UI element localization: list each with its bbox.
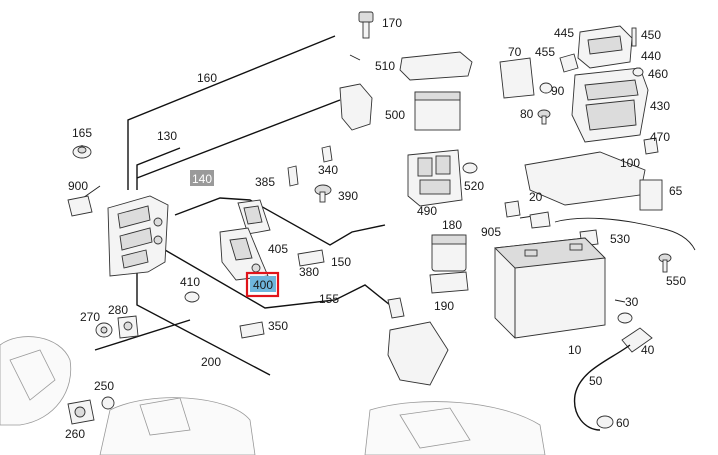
callout-450[interactable]: 450 — [641, 28, 661, 42]
callout-400[interactable]: 400 — [253, 278, 273, 292]
callout-410[interactable]: 410 — [180, 275, 200, 289]
callout-470[interactable]: 470 — [650, 130, 670, 144]
callout-510[interactable]: 510 — [375, 59, 395, 73]
callout-170[interactable]: 170 — [382, 16, 402, 30]
callout-30[interactable]: 30 — [625, 295, 639, 309]
callout-50[interactable]: 50 — [589, 374, 603, 388]
nut-30[interactable] — [617, 312, 633, 324]
parts — [67, 11, 696, 431]
bushing-260[interactable] — [67, 399, 95, 425]
screw-390[interactable] — [314, 184, 332, 203]
bushing-270[interactable] — [95, 322, 113, 338]
part-20[interactable] — [529, 211, 551, 229]
callout-150[interactable]: 150 — [331, 255, 351, 269]
callout-140[interactable]: 140 — [192, 172, 212, 186]
callout-430[interactable]: 430 — [650, 99, 670, 113]
callout-200[interactable]: 200 — [201, 355, 221, 369]
callout-455[interactable]: 455 — [535, 45, 555, 59]
clip-340[interactable] — [321, 145, 333, 163]
callout-labels: 170 160 130 140 165 900 385 340 390 510 … — [65, 16, 686, 441]
connector-155[interactable] — [387, 297, 405, 319]
callout-405[interactable]: 405 — [268, 242, 288, 256]
part-455[interactable] — [559, 53, 579, 73]
callout-130[interactable]: 130 — [157, 129, 177, 143]
callout-160[interactable]: 160 — [197, 71, 217, 85]
relay-block-490[interactable] — [407, 149, 463, 207]
part-900[interactable] — [67, 195, 93, 217]
bolt-550[interactable] — [658, 253, 672, 273]
callout-500[interactable]: 500 — [385, 108, 405, 122]
callout-155[interactable]: 155 — [319, 292, 339, 306]
callout-460[interactable]: 460 — [648, 67, 668, 81]
bolt-170[interactable] — [358, 11, 374, 39]
callout-490[interactable]: 490 — [417, 204, 437, 218]
bolt-450[interactable] — [631, 27, 637, 47]
grommet-60[interactable] — [596, 415, 614, 429]
selection-highlight-box — [245, 271, 280, 298]
callout-165[interactable]: 165 — [72, 126, 92, 140]
relay-180[interactable] — [431, 234, 467, 272]
callout-550[interactable]: 550 — [666, 274, 686, 288]
bushing-280[interactable] — [117, 315, 139, 339]
callout-390[interactable]: 390 — [338, 189, 358, 203]
callout-440[interactable]: 440 — [641, 49, 661, 63]
module-440[interactable] — [577, 25, 633, 69]
battery-10[interactable] — [494, 237, 606, 339]
cover-510[interactable] — [399, 51, 473, 81]
nut-410[interactable] — [184, 291, 200, 303]
callout-40[interactable]: 40 — [641, 343, 655, 357]
bracket-lower[interactable] — [387, 321, 449, 386]
nut-90[interactable] — [539, 82, 553, 94]
callout-380[interactable]: 380 — [299, 265, 319, 279]
callout-90[interactable]: 90 — [551, 84, 565, 98]
cap-520[interactable] — [462, 162, 478, 174]
pad-65[interactable] — [639, 179, 663, 211]
callout-10[interactable]: 10 — [568, 343, 582, 357]
terminal-405[interactable] — [237, 199, 271, 235]
callout-140-bg — [190, 170, 214, 186]
callout-280[interactable]: 280 — [108, 303, 128, 317]
plug-470[interactable] — [643, 137, 659, 155]
control-module[interactable] — [107, 195, 169, 277]
callout-20[interactable]: 20 — [529, 190, 543, 204]
callout-100[interactable]: 100 — [620, 156, 640, 170]
callout-530[interactable]: 530 — [610, 232, 630, 246]
callout-905[interactable]: 905 — [481, 225, 501, 239]
callout-385[interactable]: 385 — [255, 175, 275, 189]
background-engine-parts — [0, 336, 546, 455]
callout-350[interactable]: 350 — [268, 319, 288, 333]
callout-65[interactable]: 65 — [669, 184, 683, 198]
callout-190[interactable]: 190 — [434, 299, 454, 313]
callout-340[interactable]: 340 — [318, 163, 338, 177]
screw-350[interactable] — [239, 321, 265, 339]
terminal-block-400[interactable] — [219, 227, 269, 281]
bolt-80[interactable] — [537, 109, 551, 125]
callout-80[interactable]: 80 — [520, 107, 534, 121]
callout-180[interactable]: 180 — [442, 218, 462, 232]
nut-460[interactable] — [632, 67, 644, 77]
callout-70[interactable]: 70 — [508, 45, 522, 59]
clip-380[interactable] — [297, 249, 325, 267]
callout-60[interactable]: 60 — [616, 416, 630, 430]
bracket-70[interactable] — [499, 57, 535, 99]
callout-520[interactable]: 520 — [464, 179, 484, 193]
bushing-250[interactable] — [101, 396, 115, 410]
callout-900[interactable]: 900 — [68, 179, 88, 193]
nut-165[interactable] — [72, 145, 92, 159]
callout-270[interactable]: 270 — [80, 310, 100, 324]
part-905[interactable] — [504, 200, 521, 218]
fuse-box-430[interactable] — [571, 67, 649, 143]
battery-500[interactable] — [414, 91, 461, 131]
callout-250[interactable]: 250 — [94, 379, 114, 393]
callout-445[interactable]: 445 — [554, 26, 574, 40]
bracket-385[interactable] — [287, 165, 299, 187]
bracket-140[interactable] — [339, 83, 373, 131]
callout-260[interactable]: 260 — [65, 427, 85, 441]
callout-400-selected — [250, 276, 276, 292]
sensor-190[interactable] — [429, 271, 469, 294]
